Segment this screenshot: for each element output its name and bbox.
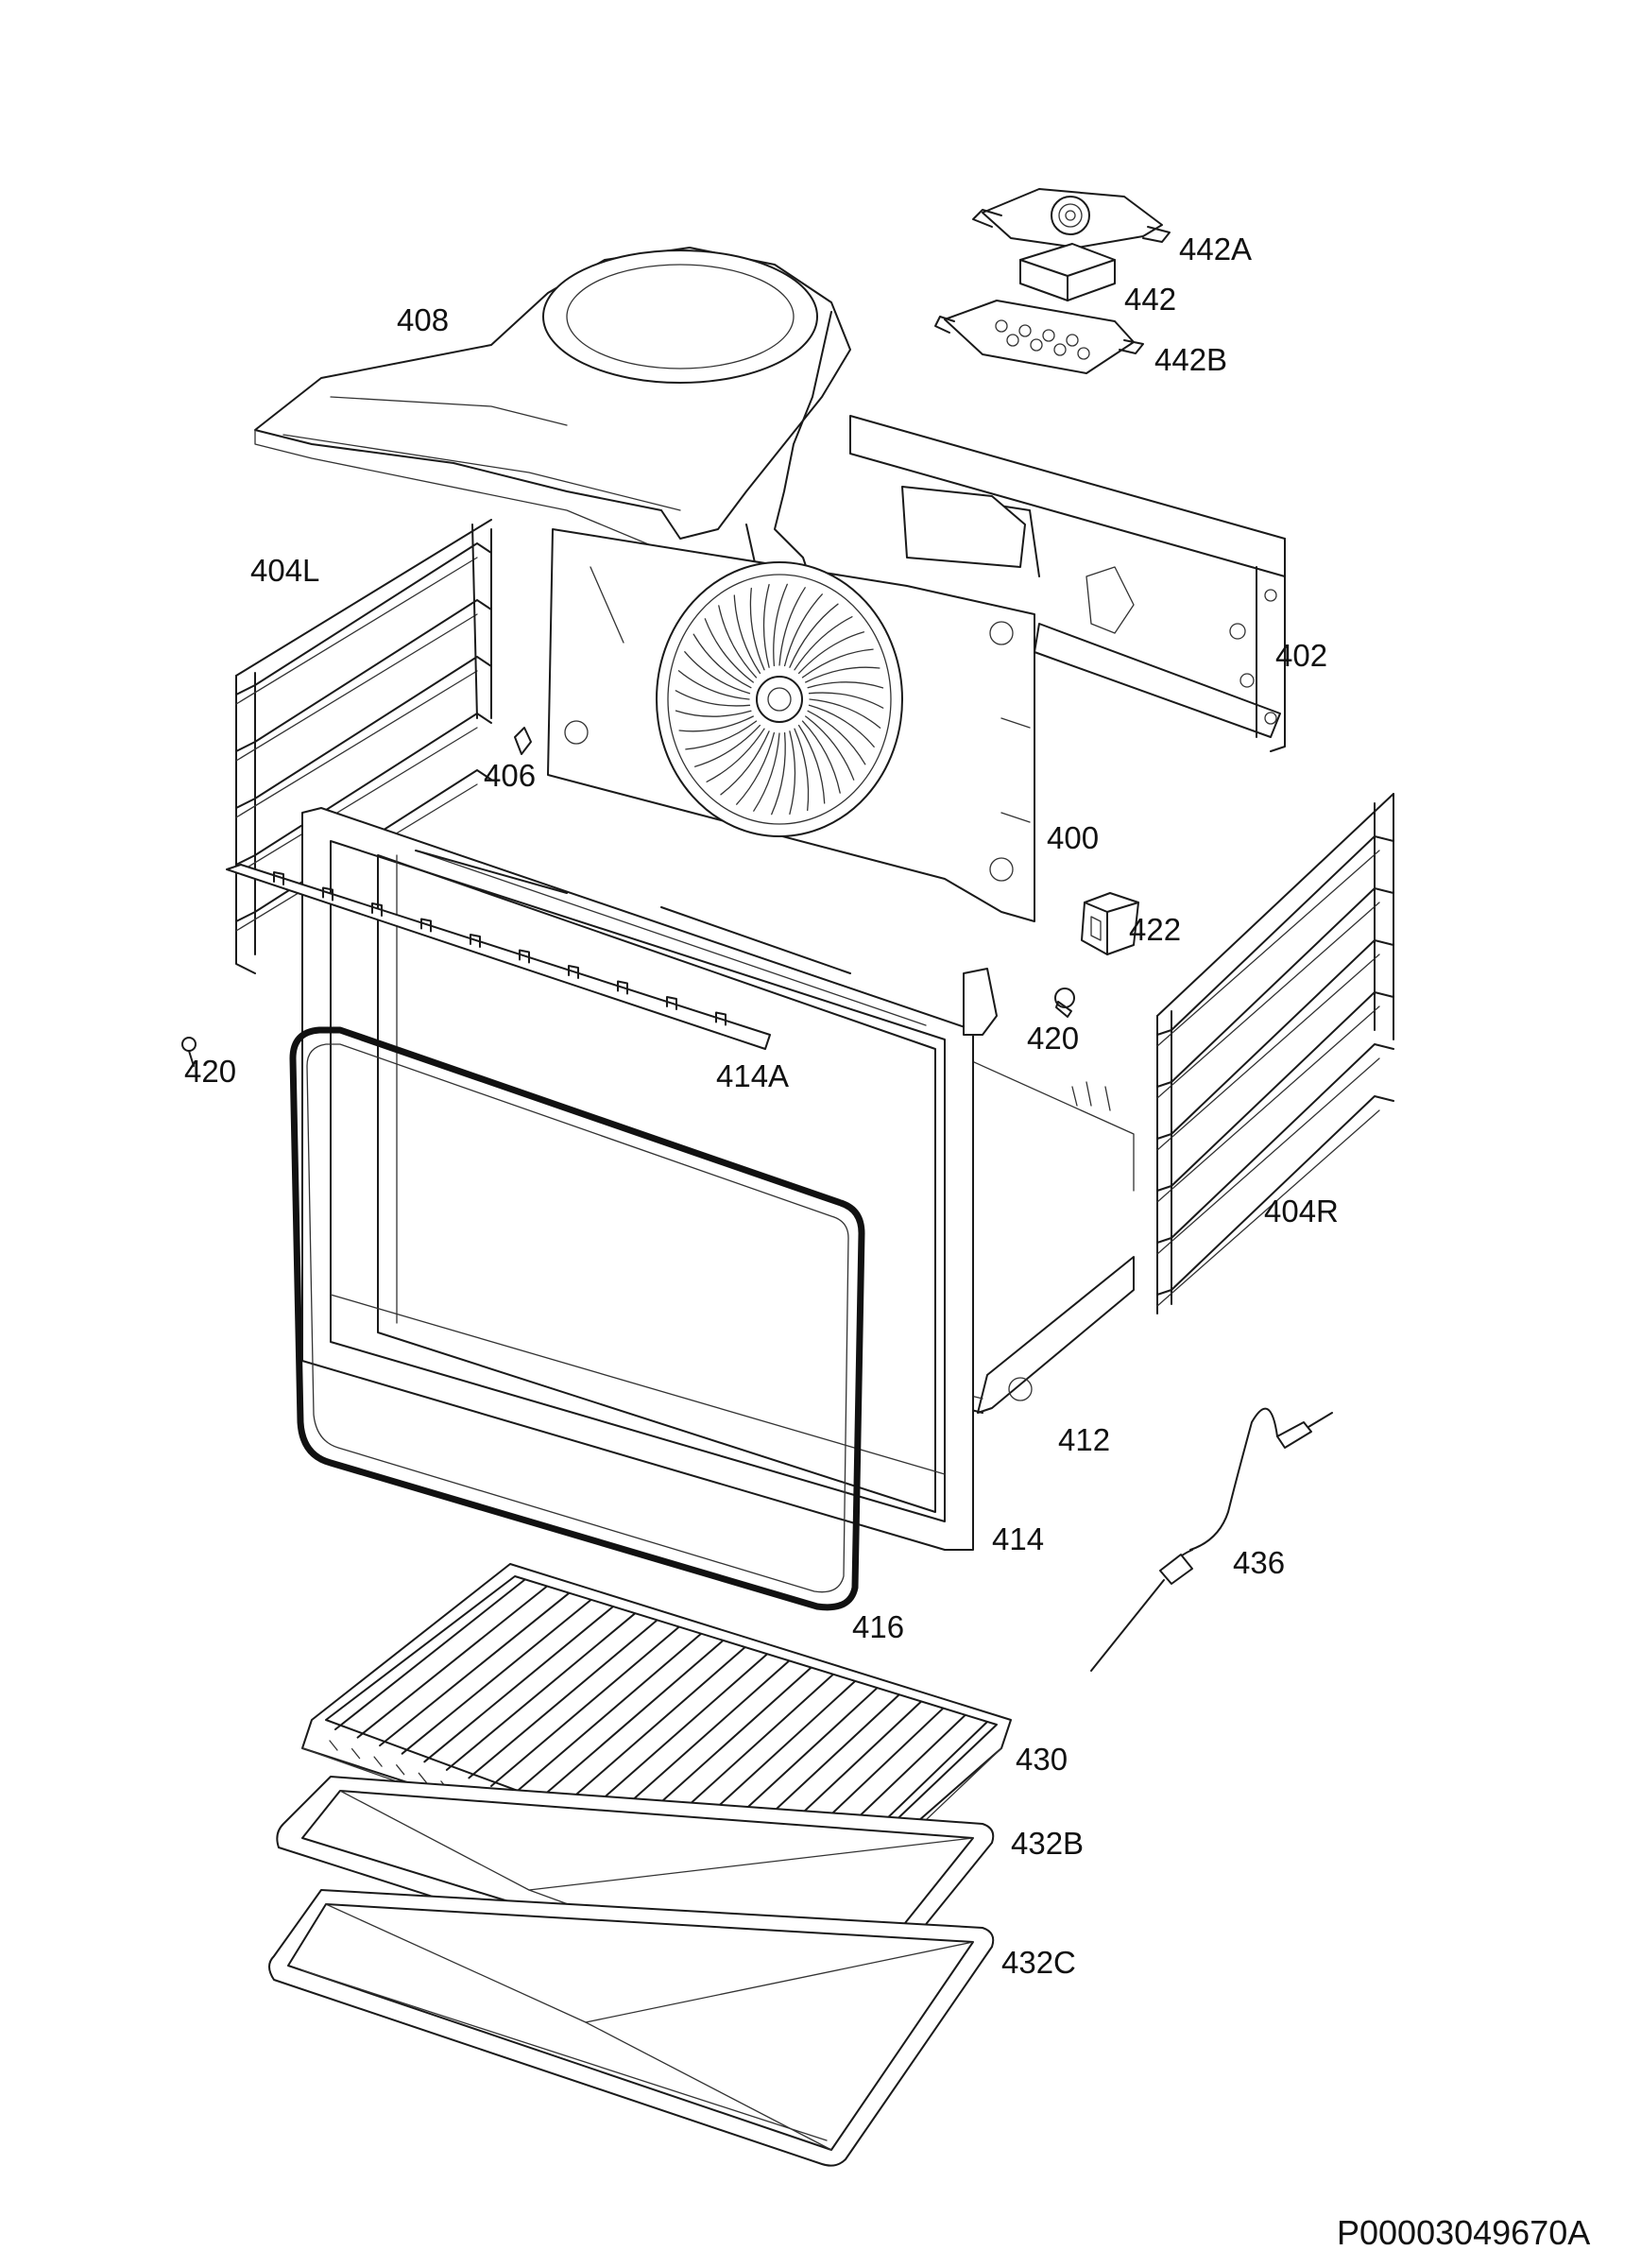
part-422-switch [1081,892,1139,955]
label-400: 400 [1047,820,1099,855]
label-408: 408 [397,302,449,337]
label-442A: 442A [1179,232,1252,266]
part-416-door-seal [289,1026,865,1611]
part-402-rear-rail [849,415,1286,752]
part-400-rear-panel [547,486,1040,922]
label-402: 402 [1275,638,1327,673]
label-412: 412 [1058,1422,1110,1457]
label-430: 430 [1016,1742,1068,1777]
part-442-block [1019,243,1116,301]
part-404L-left-rack [235,519,492,974]
label-432B: 432B [1011,1826,1084,1861]
label-420-right: 420 [1027,1021,1079,1056]
part-420-screw-right [1054,988,1075,1018]
part-432C-deep-tray [268,1889,995,2167]
part-436-probe [1090,1407,1333,1672]
label-432C: 432C [1001,1945,1076,1980]
label-414: 414 [992,1521,1044,1556]
part-442A-bracket [972,188,1171,249]
part-408-fan-cover [254,247,851,606]
part-labels: 442A 442 442B 408 404L 402 406 400 422 4… [184,232,1590,2252]
part-420-screw-left [181,1037,197,1067]
label-442B: 442B [1154,342,1227,377]
part-414-door-frame [301,807,998,1551]
label-422: 422 [1129,912,1181,947]
part-414A-strip [226,864,771,1050]
label-416: 416 [852,1609,904,1644]
label-404R: 404R [1264,1194,1339,1228]
label-442: 442 [1124,282,1176,317]
label-404L: 404L [250,553,319,588]
part-442B-frame [934,300,1144,374]
label-420-left: 420 [184,1054,236,1089]
label-406: 406 [484,758,536,793]
part-404R-right-rack [1156,793,1394,1314]
part-406-clip [514,727,532,755]
drawing-code: P00003049670A [1337,2213,1590,2252]
label-436: 436 [1233,1545,1285,1580]
label-414A: 414A [716,1058,789,1093]
